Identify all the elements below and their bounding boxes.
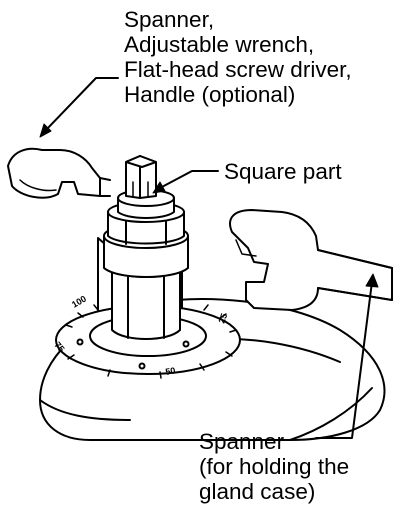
holding-spanner-callout-line: (for holding the (199, 454, 350, 479)
tools-callout-line: Spanner, (124, 7, 215, 32)
tools-callout-line: Flat-head screw driver, (124, 57, 352, 82)
right-spanner (229, 209, 393, 311)
holding-spanner-callout-line: gland case) (199, 479, 316, 504)
arrowhead-square-part (152, 181, 166, 194)
arrowheads (39, 123, 379, 288)
square-part-callout: Square part (224, 159, 342, 184)
gland-case (103, 189, 189, 340)
holding-spanner-callout-line: Spanner (199, 429, 285, 454)
square-part (125, 155, 157, 199)
holding-spanner-callout: Spanner (for holding the gland case) (199, 429, 349, 504)
tools-callout-line: Adjustable wrench, (124, 32, 315, 57)
square-part-callout-line: Square part (224, 159, 342, 184)
dial-mark-75: 75 (52, 340, 66, 354)
leader-lines (45, 77, 373, 439)
left-spanner (7, 147, 111, 199)
tools-callout: Spanner, Adjustable wrench, Flat-head sc… (124, 7, 352, 107)
dial-mark-50: 50 (165, 365, 177, 377)
arrowhead-holding-spanner (365, 273, 379, 288)
dial-mark-25: 25 (216, 312, 229, 325)
tools-callout-line: Handle (optional) (124, 82, 296, 107)
dial-mark-100: 100 (70, 294, 88, 310)
arrowhead-tools (39, 123, 52, 138)
